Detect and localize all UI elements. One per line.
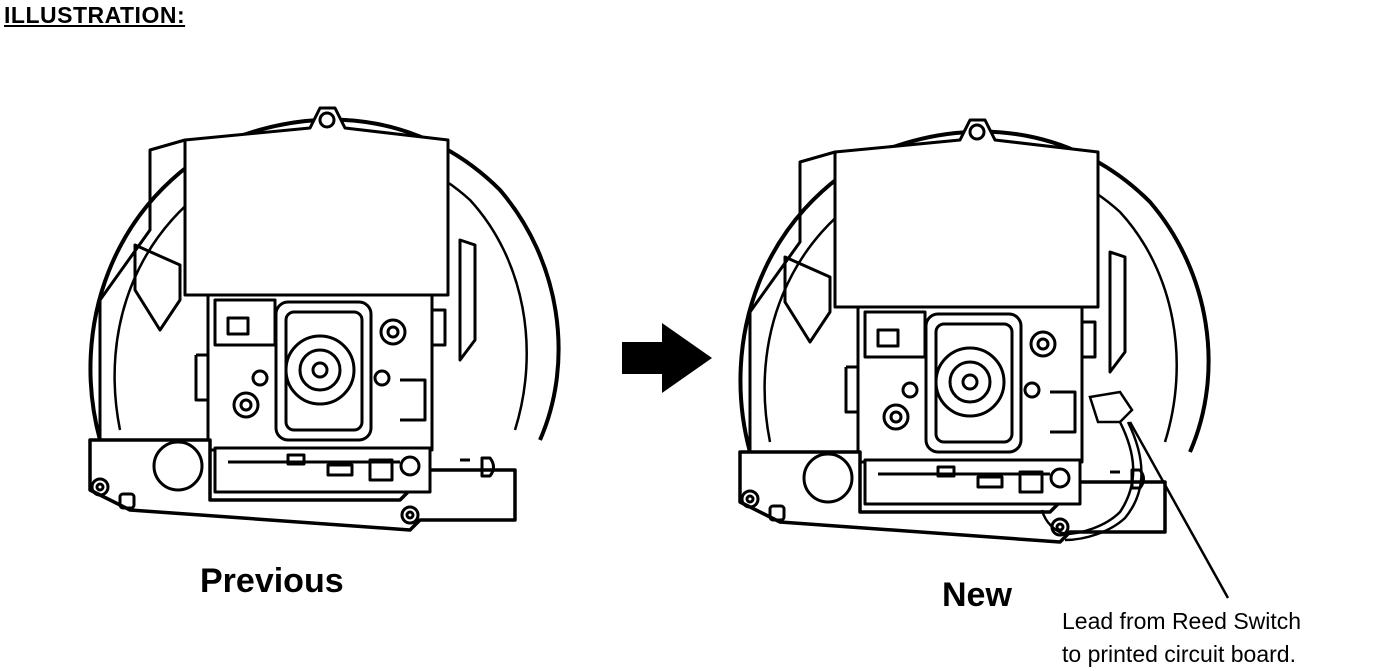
callout-line-2: to printed circuit board. <box>1062 641 1296 667</box>
right-arrow-icon <box>622 323 712 393</box>
new-mechanism-drawing <box>738 118 1211 544</box>
reed-switch-callout: Lead from Reed Switch to printed circuit… <box>1062 605 1301 671</box>
previous-mechanism-drawing <box>88 106 561 532</box>
callout-line-1: Lead from Reed Switch <box>1062 608 1302 634</box>
new-label: New <box>942 576 1012 614</box>
illustration-heading: ILLUSTRATION: <box>4 2 186 28</box>
previous-label: Previous <box>200 562 344 600</box>
callout-leader-line <box>1128 421 1230 599</box>
